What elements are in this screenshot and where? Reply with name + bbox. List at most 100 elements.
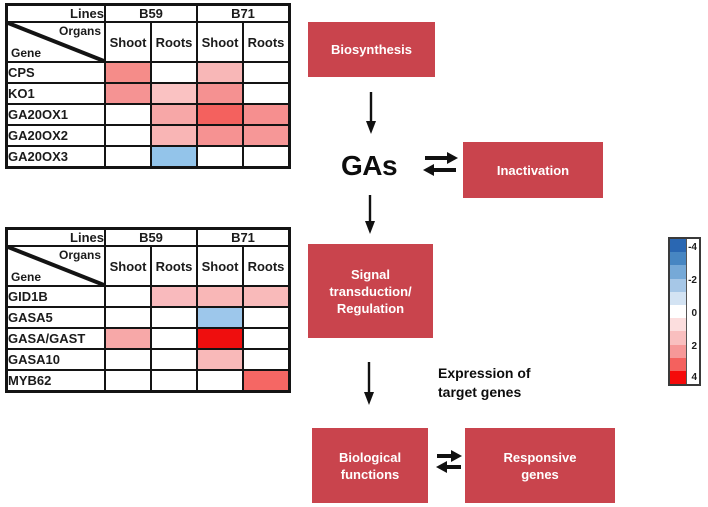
heatmap-cell [242,327,291,350]
signal-transduction-box-label: Signal transduction/ Regulation [329,266,412,316]
heatmap-cell [242,285,291,308]
arrow-gas-to-signal-icon [365,195,375,234]
heatmap-cell [242,306,291,329]
heatmap-cell [242,369,291,393]
gene-name-cell: CPS [5,61,106,84]
color-scale-band [670,318,686,332]
color-scale-band [670,304,686,319]
organs-label: Organs [58,24,101,38]
arrow-signal-to-biological-icon [364,362,374,405]
gene-name-cell: GA20OX2 [5,124,106,147]
color-scale-band [670,331,686,345]
gene-name-cell: GASA10 [5,348,106,371]
gene-name-cell: GA20OX3 [5,145,106,169]
heatmap-cell [150,306,198,329]
heatmap-cell [242,103,291,126]
responsive-genes-box-label: Responsive genes [503,449,577,482]
biological-functions-box-label: Biological functions [338,449,402,482]
gene-row: GASA5 [5,306,291,329]
heatmap-cell [150,369,198,393]
organ-column-header: Shoot [104,245,152,287]
responsive-genes-box: Responsive genes [465,428,615,503]
gene-row: KO1 [5,82,291,105]
color-scale-band [670,239,686,253]
organ-column-header: Shoot [196,21,244,63]
lines-header-cell: Lines [5,227,106,247]
heatmap-cell [104,82,152,105]
expression-of-target-genes-label: Expression of target genes [438,365,531,400]
organs-label: Organs [58,248,101,262]
heatmap-cell [196,145,244,169]
heatmap-cell [104,285,152,308]
heatmap-cell [150,124,198,147]
heatmap-cell [242,61,291,84]
line-group-header: B71 [196,3,291,23]
organ-column-header: Roots [150,245,198,287]
biological-functions-box: Biological functions [312,428,428,503]
heatmap-cell [242,348,291,371]
organ-column-header: Roots [242,245,291,287]
color-scale-band [670,291,686,305]
signal-transduction-box: Signal transduction/ Regulation [308,244,433,338]
gene-name-cell: GA20OX1 [5,103,106,126]
heatmap-cell [196,369,244,393]
color-scale-band [670,370,686,385]
gene-name-cell: GID1B [5,285,106,308]
line-group-header: B59 [104,3,198,23]
heatmap-cell [242,145,291,169]
gene-label: Gene [11,270,42,284]
gene-row: MYB62 [5,369,291,393]
biosynthesis-box-label: Biosynthesis [331,42,412,57]
gene-row: GA20OX1 [5,103,291,126]
heatmap-cell [196,348,244,371]
gene-row: GID1B [5,285,291,308]
heatmap-cell [104,327,152,350]
color-scale-tick-label: -4 [688,242,697,253]
heatmap-cell [150,285,198,308]
gene-row: GA20OX3 [5,145,291,169]
inactivation-box-label: Inactivation [496,162,570,178]
arrow-biosynthesis-to-gas-icon [366,92,376,134]
heatmap-cell [104,348,152,371]
organ-column-header: Shoot [104,21,152,63]
gene-row: CPS [5,61,291,84]
heatmap-cell [150,327,198,350]
color-scale-band [670,278,686,292]
organ-column-header: Roots [242,21,291,63]
heatmap-cell [196,82,244,105]
heatmap-cell [196,124,244,147]
heatmap-cell [150,348,198,371]
gene-name-cell: KO1 [5,82,106,105]
heatmap-cell [104,124,152,147]
gene-row: GASA/GAST [5,327,291,350]
heatmap-cell [242,124,291,147]
diagonal-line-icon [8,24,104,60]
heatmap-cell [196,61,244,84]
heatmap-cell [104,306,152,329]
gene-name-cell: GASA/GAST [5,327,106,350]
heatmap-cell [196,327,244,350]
heatmap-cell [104,145,152,169]
color-scale-tick-label: 0 [691,308,697,319]
biosynthesis-box: Biosynthesis [308,22,435,77]
heatmap-cell [150,145,198,169]
heatmap-cell [196,103,244,126]
color-scale-band [670,265,686,279]
heatmap-cell [196,306,244,329]
color-scale-tick-label: -2 [688,275,697,286]
gene-label: Gene [11,46,42,60]
gene-name-cell: GASA5 [5,306,106,329]
gene-row: GASA10 [5,348,291,371]
heatmap-cell [150,61,198,84]
organ-column-header: Roots [150,21,198,63]
organ-column-header: Shoot [196,245,244,287]
heatmap-cell [104,61,152,84]
color-scale-band [670,252,686,266]
double-arrow-biological-responsive-icon [436,450,462,473]
color-scale-band [670,357,686,371]
gene-row: GA20OX2 [5,124,291,147]
